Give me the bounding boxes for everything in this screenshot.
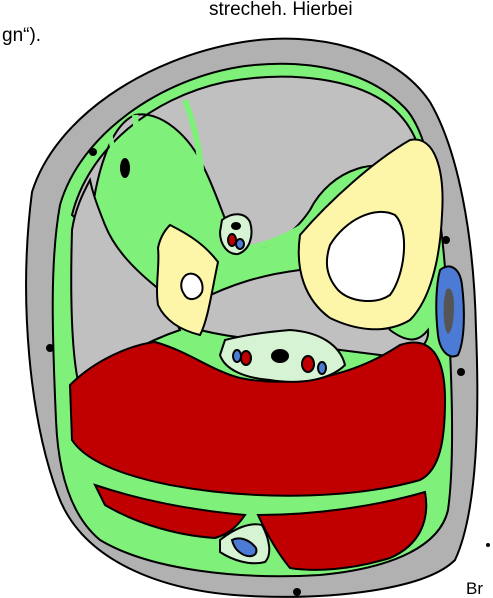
bone-fibula-marrow — [181, 274, 202, 299]
nerve-tibial — [271, 349, 289, 363]
dot-right-lower — [457, 368, 465, 376]
vein-peroneal — [233, 350, 241, 362]
dot-bottom — [293, 588, 301, 596]
neurovascular-bundle-anterior — [220, 214, 252, 254]
dot-corner — [486, 543, 490, 547]
vein-posterior-tibial — [318, 362, 326, 374]
vein-anterior-tibial — [236, 239, 244, 249]
nerve-superficial-peroneal — [120, 158, 130, 178]
nerve-deep-peroneal — [231, 222, 241, 230]
dot-left-lower — [46, 344, 54, 352]
artery-posterior-tibial — [302, 356, 314, 372]
dot-right-upper — [442, 236, 450, 244]
artery-peroneal — [241, 351, 251, 365]
artery-anterior-tibial — [228, 234, 236, 246]
dot-left-upper — [89, 148, 97, 156]
